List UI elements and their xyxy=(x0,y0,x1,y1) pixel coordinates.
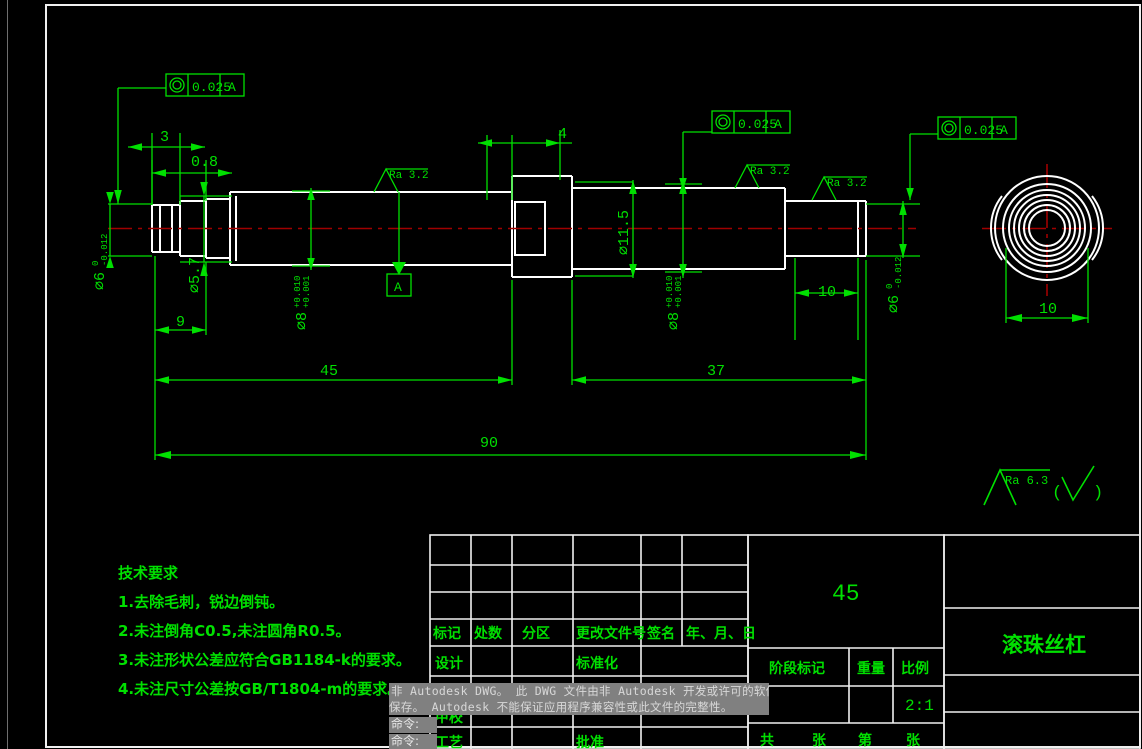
concentricity-icon xyxy=(715,114,731,130)
concentricity-icon xyxy=(941,120,957,136)
surface-finish-label-2: Ra 3.2 xyxy=(750,166,790,178)
row-label-pizhun: 批准 xyxy=(576,734,604,749)
dim-dia8-left-lower: +0.001 xyxy=(302,276,312,308)
sheet-no-unit: 张 xyxy=(906,733,921,749)
stage-label: 阶段标记 xyxy=(769,660,825,677)
dim-3: 3 xyxy=(160,129,169,146)
gdt-frame-1[interactable]: 0.025 A xyxy=(165,73,245,97)
dim-dia8-right-upper: +0.010 xyxy=(665,276,675,308)
dim-dia8-left: ⌀8 xyxy=(294,312,311,330)
scale-value: 2:1 xyxy=(905,697,934,715)
dim-10-right: 10 xyxy=(818,284,836,301)
tech-note-2: 2.未注倒角C0.5,未注圆角R0.5。 xyxy=(118,622,351,640)
rev-header-fenqu: 分区 xyxy=(522,626,550,642)
general-roughness-note: Ra 6.3 ( ) xyxy=(983,465,1103,506)
dim-dia5-7: ⌀5.7 xyxy=(187,257,204,293)
tech-notes: 技术要求 1.去除毛刺，锐边倒钝。 2.未注倒角C0.5,未注圆角R0.5。 3… xyxy=(118,564,411,698)
gdt-datum-2: A xyxy=(774,117,782,132)
dim-4: 4 xyxy=(558,126,567,143)
end-view xyxy=(989,175,1105,281)
watermark-line-2: 保存。 Autodesk 不能保证应用程序兼容性或此文件的完整性。 xyxy=(389,700,733,714)
dimension-arrows xyxy=(106,139,1088,459)
dim-dia8-right: ⌀8 xyxy=(666,312,683,330)
annotation-layer xyxy=(108,87,1089,460)
dim-dia8-right-lower: +0.001 xyxy=(674,276,684,308)
gdt-frame-2[interactable]: 0.025 A xyxy=(711,110,791,134)
scale-label: 比例 xyxy=(901,660,929,677)
shaft-profile xyxy=(151,175,867,278)
rev-header-qianming: 签名 xyxy=(646,625,675,642)
gdt-datum-3: A xyxy=(1000,123,1008,138)
rev-header-date: 年、月、日 xyxy=(686,625,756,642)
dim-dia8-left-upper: +0.010 xyxy=(293,276,303,308)
dim-dia6-left-lower: -0.012 xyxy=(100,234,110,266)
dim-90: 90 xyxy=(480,435,498,452)
dim-dia6-left: ⌀6 xyxy=(92,272,109,290)
dim-10-endview: 10 xyxy=(1039,301,1057,318)
surface-finish-label-1: Ra 3.2 xyxy=(389,170,429,182)
command-prompt-2[interactable]: 命令: xyxy=(389,734,437,749)
dim-dia11-5: ⌀11.5 xyxy=(616,210,633,255)
rev-header-chushu: 处数 xyxy=(473,625,503,642)
tech-note-3: 3.未注形状公差应符合GB1184-k的要求。 xyxy=(118,651,411,669)
paren-close: ) xyxy=(1093,484,1103,503)
autodesk-watermark: 非 Autodesk DWG。 此 DWG 文件由非 Autodesk 开发或许… xyxy=(389,683,769,715)
general-roughness-label: Ra 6.3 xyxy=(1005,474,1048,488)
gdt-tolerance-1: 0.025 xyxy=(192,80,231,95)
dim-dia6-right-upper: 0 xyxy=(885,284,895,289)
gdt-tolerance-2: 0.025 xyxy=(738,117,777,132)
sheet-no-prefix: 第 xyxy=(858,732,872,749)
paren-open: ( xyxy=(1052,484,1062,503)
weight-label: 重量 xyxy=(857,660,885,677)
material-value: 45 xyxy=(832,581,860,607)
command-prompt-1[interactable]: 命令: xyxy=(389,717,437,733)
drawing-title: 滚珠丝杠 xyxy=(1002,633,1086,657)
surface-finish-3[interactable]: Ra 3.2 xyxy=(811,175,867,201)
gdt-frame-3[interactable]: 0.025 A xyxy=(937,116,1017,140)
rev-header-gaiwenhao: 更改文件号 xyxy=(576,625,646,642)
concentricity-icon xyxy=(169,77,185,93)
dim-45: 45 xyxy=(320,363,338,380)
datum-a-label: A xyxy=(394,280,402,295)
sheet-total-unit: 张 xyxy=(812,733,827,749)
tech-note-1: 1.去除毛刺，锐边倒钝。 xyxy=(118,593,284,611)
dim-37: 37 xyxy=(707,363,725,380)
surface-finish-2[interactable]: Ra 3.2 xyxy=(734,163,790,189)
row-label-gongyi: 工艺 xyxy=(435,734,463,749)
dim-dia6-right: ⌀6 xyxy=(886,295,903,313)
row-label-biaozhunhua: 标准化 xyxy=(575,655,618,672)
dim-9: 9 xyxy=(176,314,185,331)
row-label-sheji: 设计 xyxy=(435,655,463,672)
surface-finish-1[interactable]: Ra 3.2 xyxy=(373,167,429,193)
sheet-border xyxy=(45,4,1141,748)
watermark-line-1: 非 Autodesk DWG。 此 DWG 文件由非 Autodesk 开发或许… xyxy=(391,684,769,698)
gdt-datum-1: A xyxy=(228,80,236,95)
dim-dia6-right-lower: -0.012 xyxy=(894,257,904,289)
dim-0-8: 0.8 xyxy=(191,154,218,171)
gdt-tolerance-3: 0.025 xyxy=(964,123,1003,138)
datum-a-symbol[interactable]: A xyxy=(386,192,412,297)
dim-dia6-left-upper: 0 xyxy=(91,261,101,266)
sheet-total-prefix: 共 xyxy=(760,732,774,749)
tech-notes-heading: 技术要求 xyxy=(118,564,179,582)
rev-header-biaoji: 标记 xyxy=(432,625,461,642)
surface-finish-label-3: Ra 3.2 xyxy=(827,178,867,190)
tech-note-4: 4.未注尺寸公差按GB/T1804-m的要求。 xyxy=(118,680,402,698)
left-margin-rule xyxy=(7,0,8,749)
